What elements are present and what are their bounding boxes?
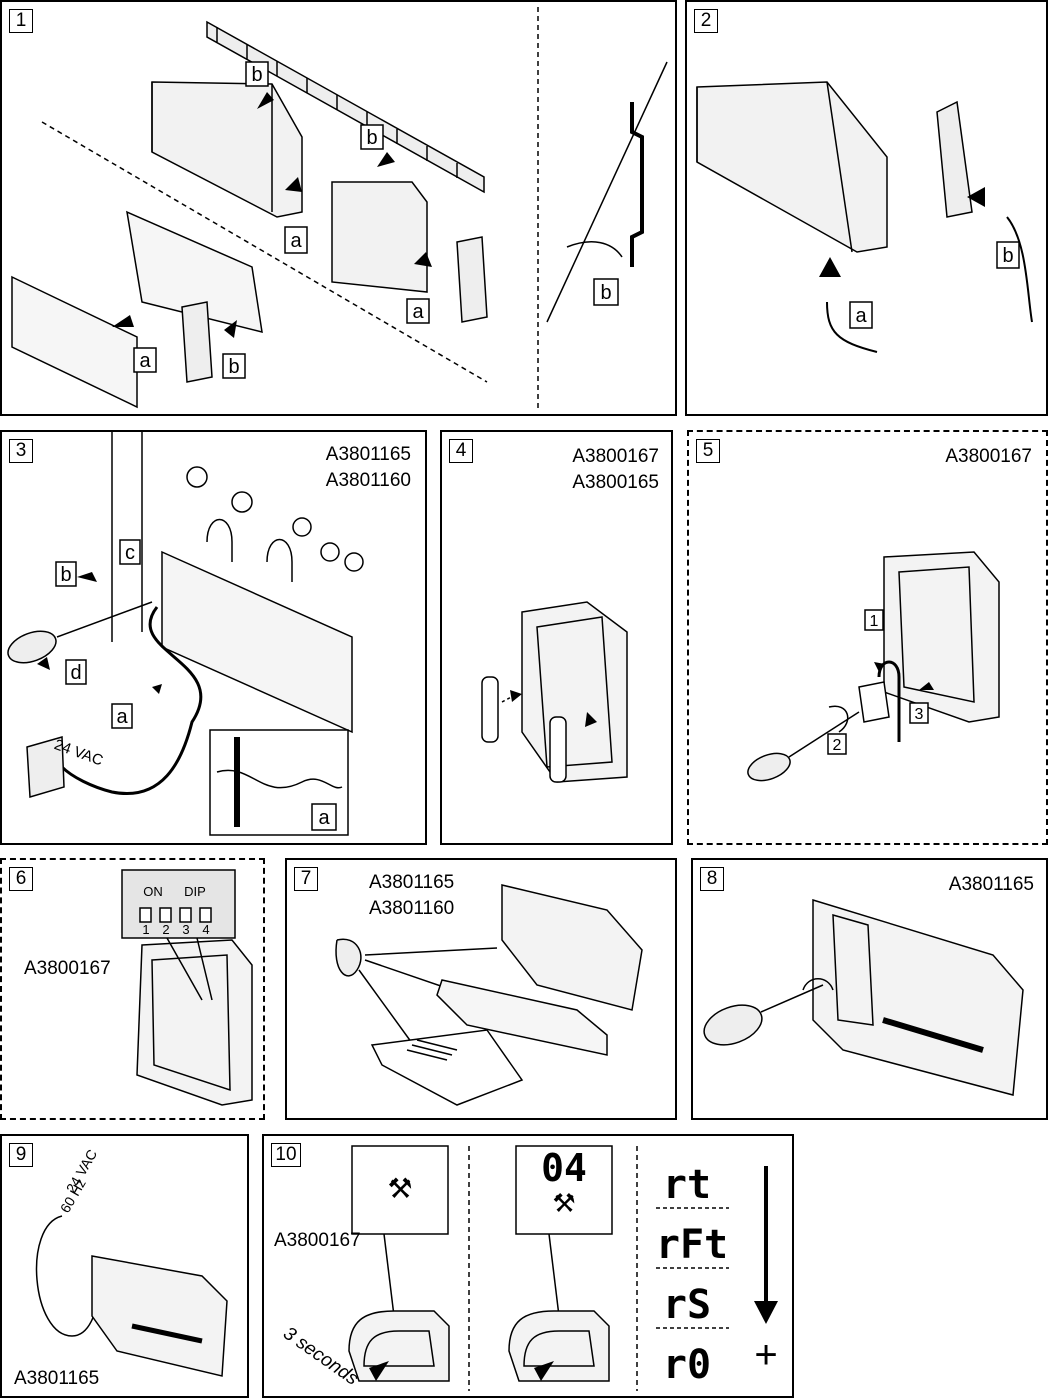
- wrench-screwdriver-icon: ⚒: [552, 1189, 575, 1219]
- panel-number: 8: [700, 867, 724, 891]
- display-value: 04: [541, 1146, 587, 1190]
- step-label: 3: [915, 706, 924, 723]
- menu-item-rs: rS: [663, 1282, 711, 1328]
- callout-label: a: [116, 706, 128, 728]
- dip-switch-number: 4: [202, 922, 209, 937]
- dip-on-label: ON: [143, 884, 163, 899]
- panel-4: 4 A3800167 A3800165: [440, 430, 673, 845]
- model-number: A3800165: [572, 472, 659, 493]
- callout-label: a: [855, 305, 867, 327]
- callout-label: b: [600, 282, 611, 304]
- callout-label: a: [318, 807, 330, 829]
- callout-label: b: [366, 127, 377, 149]
- panel-number: 7: [294, 867, 318, 891]
- step-label: 1: [870, 613, 879, 630]
- model-number: A3800167: [572, 446, 659, 467]
- panel-3: 3 A3801165 A3801160: [0, 430, 427, 845]
- panel-number: 3: [9, 439, 33, 463]
- model-number: A3801165: [14, 1368, 100, 1389]
- dip-label: DIP: [184, 884, 206, 899]
- panel-5: 5 A3800167 1 2 3: [687, 430, 1048, 845]
- panel-7-illustration: [335, 884, 643, 1106]
- callout-label: b: [251, 64, 262, 86]
- callout-label: c: [125, 542, 135, 564]
- model-number: A3800167: [24, 958, 111, 979]
- panel-2-illustration: a b: [696, 81, 1033, 353]
- panel-1: 1: [0, 0, 677, 416]
- callout-label: a: [139, 350, 151, 372]
- panel-9-illustration: 24 VAC 60 Hz: [35, 1147, 228, 1377]
- panel-6: 6 A3800167 ON DIP 1 2 3 4: [0, 858, 265, 1120]
- model-number: A3800167: [274, 1230, 361, 1251]
- model-numbers: A3801165 A3801160: [326, 442, 411, 494]
- menu-item-r0: r0: [663, 1342, 711, 1388]
- panel-number: 5: [696, 439, 720, 463]
- dip-switch-number: 2: [162, 922, 169, 937]
- callout-label: b: [228, 356, 239, 378]
- panel-number: 4: [449, 439, 473, 463]
- hold-duration-label: 3 seconds: [279, 1323, 362, 1390]
- step-label: 2: [833, 737, 842, 754]
- model-number: A3801165: [948, 874, 1034, 895]
- panel-7: 7 A3801165 A3801160: [285, 858, 677, 1120]
- menu-item-rt: rt: [663, 1162, 711, 1208]
- panel-number: 6: [9, 867, 33, 891]
- wrench-screwdriver-icon: ⚒: [387, 1172, 412, 1205]
- panel-number: 9: [9, 1143, 33, 1167]
- panel-number: 10: [271, 1143, 301, 1167]
- panel-1-illustration: b b a a a b b: [11, 7, 668, 412]
- panel-8: 8 A3801165: [691, 858, 1048, 1120]
- callout-label: b: [60, 564, 71, 586]
- menu-item-rft: rFt: [656, 1222, 728, 1268]
- panel-5-illustration: 1 2 3: [747, 551, 1000, 782]
- panel-number: 1: [9, 9, 33, 33]
- panel-4-illustration: [481, 601, 628, 783]
- panel-8-illustration: [703, 898, 1024, 1096]
- panel-2: 2 a b: [685, 0, 1048, 416]
- panel-number: 2: [694, 9, 718, 33]
- plus-label: +: [754, 1333, 777, 1377]
- panel-6-illustration: ON DIP 1 2 3 4: [121, 869, 253, 1106]
- callout-label: b: [1002, 245, 1013, 267]
- supply-frequency: 60 Hz: [57, 1176, 89, 1216]
- panel-10-illustration: ⚒ ⚒ 04 rt rFt rS r0 + 3 seconds: [279, 1145, 778, 1391]
- model-number: A3801165: [369, 872, 455, 893]
- model-number: A3801160: [369, 898, 455, 919]
- model-number: A3800167: [945, 446, 1032, 467]
- model-numbers: A3801165 A3801160: [369, 870, 454, 922]
- callout-label: d: [70, 662, 81, 684]
- callout-label: a: [412, 301, 424, 323]
- model-number: A3801160: [325, 470, 411, 491]
- panel-3-illustration: b c d a a 24 VAC: [7, 432, 364, 836]
- panel-10: 10 A3800167 ⚒ ⚒ 04 r: [262, 1134, 794, 1398]
- dip-switch-number: 3: [182, 922, 189, 937]
- model-number: A3801165: [325, 444, 411, 465]
- dip-switch-number: 1: [142, 922, 149, 937]
- panel-9: 9 A3801165 24 VAC 60 Hz: [0, 1134, 249, 1398]
- callout-label: a: [290, 230, 302, 252]
- model-numbers: A3800167 A3800165: [572, 444, 659, 496]
